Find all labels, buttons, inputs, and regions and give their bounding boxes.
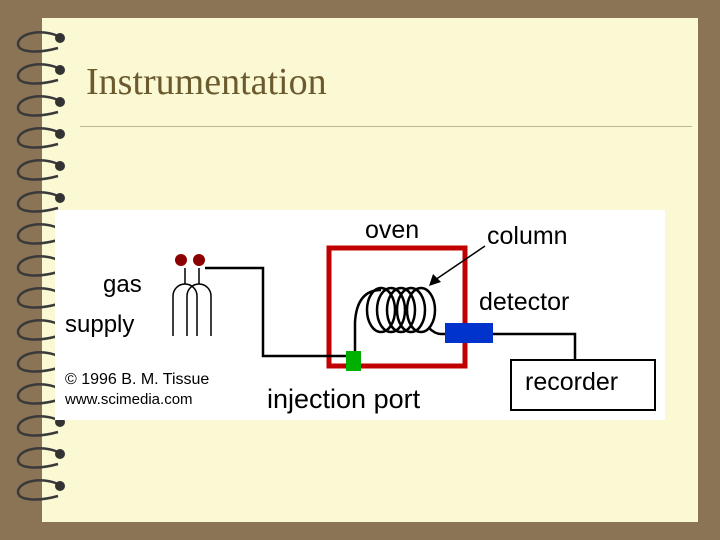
binding-ring	[16, 319, 59, 341]
label-website: www.scimedia.com	[64, 391, 193, 408]
gas-line	[205, 266, 351, 358]
binding-ring	[16, 447, 59, 469]
binding-ring	[16, 191, 59, 213]
detector-block	[445, 323, 493, 343]
binding-ring	[16, 415, 59, 437]
label-recorder: recorder	[525, 368, 618, 396]
gc-diagram: oven column gas supply detector © 1996 B…	[55, 210, 665, 420]
binding-hole	[55, 161, 65, 171]
title-divider	[80, 126, 692, 127]
binding-ring	[16, 63, 59, 85]
label-supply: supply	[65, 311, 134, 338]
column-arrow-line	[434, 245, 486, 281]
binding-ring	[16, 95, 59, 117]
slide-title: Instrumentation	[86, 61, 327, 103]
binding-hole	[55, 65, 65, 75]
binding-ring	[16, 255, 59, 277]
column-outlet	[428, 327, 447, 336]
label-copyright: © 1996 B. M. Tissue	[65, 371, 209, 388]
label-detector: detector	[479, 288, 569, 316]
oven-box	[326, 245, 468, 369]
binding-hole	[55, 449, 65, 459]
column-arrow-head	[429, 274, 441, 286]
binding-ring	[16, 127, 59, 149]
signal-line	[493, 332, 577, 360]
binding-ring	[16, 31, 59, 53]
binding-ring	[16, 159, 59, 181]
gas-valve-right	[193, 254, 205, 266]
binding-ring	[16, 287, 59, 309]
binding-hole	[55, 129, 65, 139]
gas-valve-left	[175, 254, 187, 266]
label-oven: oven	[365, 216, 419, 244]
label-gas: gas	[103, 271, 142, 298]
binding-hole	[55, 97, 65, 107]
binding-ring	[16, 383, 59, 405]
binding-hole	[55, 481, 65, 491]
binding-ring	[16, 479, 59, 501]
binding-ring	[16, 351, 59, 373]
recorder-box	[510, 359, 656, 411]
injection-port-block	[346, 351, 361, 371]
label-column: column	[487, 222, 568, 250]
binding-ring	[16, 223, 59, 245]
binding-hole	[55, 193, 65, 203]
binding-hole	[55, 33, 65, 43]
label-injection-port: injection port	[267, 384, 421, 414]
column-coil	[365, 286, 437, 334]
